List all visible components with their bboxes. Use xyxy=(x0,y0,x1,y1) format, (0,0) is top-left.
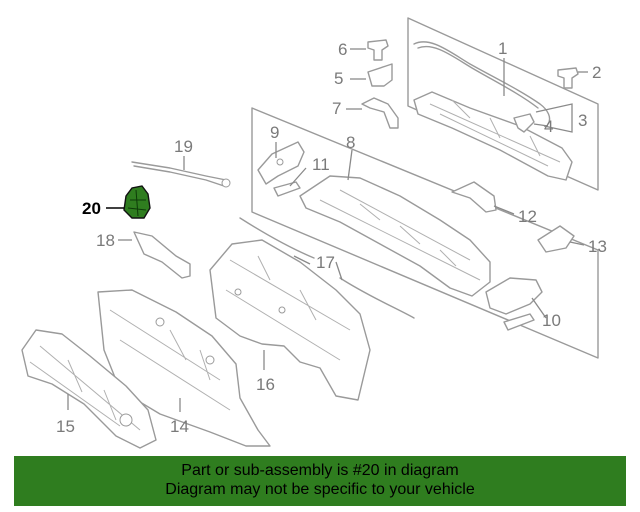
part-4-clip xyxy=(513,113,535,133)
part-18-bracket xyxy=(133,231,191,279)
callout-3: 3 xyxy=(578,111,587,130)
callout-1: 1 xyxy=(498,39,507,58)
callout-4: 4 xyxy=(544,117,553,136)
callout-5: 5 xyxy=(334,69,343,88)
part-7-bracket xyxy=(361,97,399,129)
callout-14: 14 xyxy=(170,417,189,436)
callout-16: 16 xyxy=(256,375,275,394)
part-16-dash-panel xyxy=(209,239,371,401)
callout-11: 11 xyxy=(312,155,330,174)
part-12-bracket xyxy=(451,181,497,213)
callout-6: 6 xyxy=(338,40,347,59)
part-8-cowl-lower xyxy=(299,175,491,297)
callout-17: 17 xyxy=(316,253,335,272)
part-1-seal-edge xyxy=(417,45,539,109)
info-banner: Part or sub-assembly is #20 in diagram D… xyxy=(14,456,626,506)
callout-12: 12 xyxy=(518,207,537,226)
banner-line-1: Part or sub-assembly is #20 in diagram xyxy=(181,462,459,479)
part-10-reinforcement xyxy=(485,277,543,315)
callout-13: 13 xyxy=(588,237,607,256)
callout-18: 18 xyxy=(96,231,115,250)
part-6-clip xyxy=(367,39,389,61)
callout-15: 15 xyxy=(56,417,75,436)
part-11-plate xyxy=(273,181,301,197)
callout-7: 7 xyxy=(332,99,341,118)
diagram-canvas: 1 2 3 4 5 6 7 8 9 10 11 12 13 14 15 16 1… xyxy=(21,17,607,449)
callout-9: 9 xyxy=(270,123,279,142)
callout-2: 2 xyxy=(592,63,601,82)
part-5-bracket xyxy=(367,63,393,87)
part-19-rod xyxy=(131,161,227,181)
part-1-seal xyxy=(413,41,551,125)
part-17-seal xyxy=(239,217,315,259)
part-2-clip xyxy=(557,67,579,89)
callout-10: 10 xyxy=(542,311,561,330)
callout-19: 19 xyxy=(174,137,193,156)
callout-20-highlighted[interactable]: 20 xyxy=(82,199,101,218)
banner-line-2: Diagram may not be specific to your vehi… xyxy=(165,481,475,498)
callout-8: 8 xyxy=(346,133,355,152)
